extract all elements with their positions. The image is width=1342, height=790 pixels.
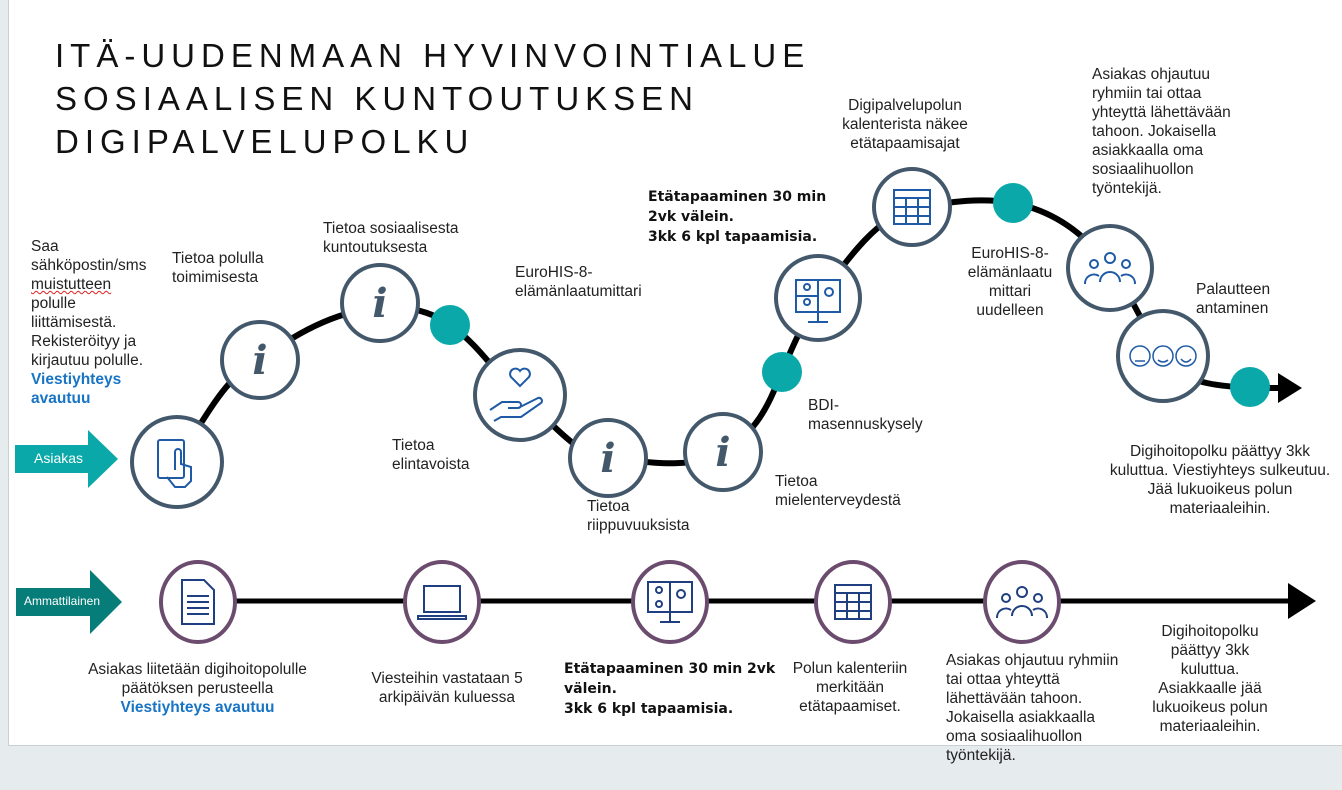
title-line: DIGIPALVELUPOLKU (55, 123, 475, 160)
step-text: Tietoa sosiaalisesta kuntoutuksesta (323, 220, 459, 256)
text-line: Etätapaaminen 30 min 2vk (564, 661, 776, 677)
step-circle (403, 560, 481, 644)
milestone-dot (993, 183, 1033, 223)
info-icon: i (600, 435, 615, 482)
text-line: kirjautuu polulle. (31, 352, 144, 369)
info-icon: i (252, 337, 267, 384)
video-call-icon (795, 279, 841, 323)
highlight-text: Viestiyhteys avautuu (31, 371, 122, 407)
step-circle (220, 320, 300, 400)
asiakas-arrow (15, 430, 118, 488)
step-text: Etätapaaminen 30 min 2vk välein. 3kk 6 k… (648, 187, 848, 247)
milestone-dot (762, 352, 802, 392)
calendar-icon (893, 189, 931, 225)
text-line: 3kk 6 kpl tapaamisia. (564, 701, 734, 717)
milestone-dot (1230, 367, 1270, 407)
text-line: välein. (564, 681, 617, 697)
step-text: Asiakas ohjautuu ryhmiin tai ottaa yhtey… (1092, 66, 1231, 197)
step-text: Asiakas ohjautuu ryhmiin tai ottaa yhtey… (946, 652, 1119, 764)
document-icon (181, 579, 215, 625)
tablet-touch-icon (157, 439, 192, 488)
laptop-icon (417, 585, 467, 620)
step-circle (473, 348, 567, 442)
calendar-icon (834, 584, 872, 620)
step-text: Tietoa elintavoista (392, 437, 470, 473)
step-circle (130, 415, 224, 509)
heart-hand-icon (489, 367, 543, 422)
title-line: ITÄ-UUDENMAAN HYVINVOINTIALUE (55, 37, 811, 74)
step-text: Viesteihin vastataan 5 arkipäivän kulues… (371, 670, 523, 706)
step-circle (683, 412, 763, 492)
step-text: Polun kalenteriin merkitään etätapaamise… (792, 660, 908, 715)
text-line: 2vk välein. (648, 209, 735, 225)
ammattilainen-label: Ammattilainen (24, 594, 101, 608)
info-icon: i (715, 429, 730, 476)
feedback-faces-icon (1129, 345, 1197, 367)
step-circle (1066, 224, 1154, 312)
text-line: Etätapaaminen 30 min (648, 189, 827, 205)
title-line: SOSIAALISEN KUNTOUTUKSEN (55, 80, 700, 117)
text-line: muistutteen (31, 276, 112, 293)
step-circle (1116, 309, 1210, 403)
text-line: liittämisestä. (31, 314, 117, 331)
text-line: Saa (31, 238, 59, 255)
asiakas-label: Asiakas (34, 450, 84, 466)
step-text: BDI-masennuskysely (808, 397, 923, 433)
text-line: sähköpostin/sms (31, 257, 147, 274)
step-text: Tietoa mielenterveydestä (775, 473, 901, 509)
ammattilainen-arrow (16, 570, 122, 634)
step-circle (340, 263, 420, 343)
professional-path-arrowhead (1288, 583, 1316, 619)
step-text: Palautteen antaminen (1196, 281, 1271, 317)
group-icon (1084, 252, 1136, 285)
text-line: Rekisteröityy ja (31, 333, 137, 350)
step-text: EuroHIS-8-elämänlaatu mittari uudelleen (967, 245, 1053, 319)
client-path-arrowhead (1278, 373, 1302, 403)
step-text: EuroHIS-8-elämänlaatumittari (515, 264, 642, 300)
step-text: Tietoa riippuvuuksista (587, 498, 690, 534)
step-text: Asiakas liitetään digihoitopolulle päätö… (60, 660, 335, 717)
step-text: Tietoa polulla toimimisesta (172, 250, 264, 286)
step-text: Saa sähköpostin/sms muistutteen polulle … (31, 237, 171, 408)
text-line: Asiakas liitetään digihoitopolulle päätö… (88, 661, 307, 697)
step-circle (568, 418, 648, 498)
highlight-text: Viestiyhteys avautuu (120, 699, 275, 716)
milestone-dot (430, 305, 470, 345)
step-text: Digihoitopolku päättyy 3kk kuluttua. Asi… (1152, 623, 1268, 735)
page-title: ITÄ-UUDENMAAN HYVINVOINTIALUE SOSIAALISE… (55, 34, 810, 163)
info-icon: i (372, 280, 387, 327)
group-icon (996, 586, 1048, 619)
video-call-icon (647, 581, 693, 623)
text-line: polulle (31, 295, 76, 312)
step-text: Etätapaaminen 30 min 2vk välein. 3kk 6 k… (564, 659, 784, 719)
step-text: Digihoitopolku päättyy 3kk kuluttua. Vie… (1109, 443, 1331, 517)
step-text: Digipalvelupolun kalenterista näkee etät… (842, 97, 968, 152)
step-circle (983, 560, 1061, 644)
text-line: 3kk 6 kpl tapaamisia. (648, 229, 818, 245)
